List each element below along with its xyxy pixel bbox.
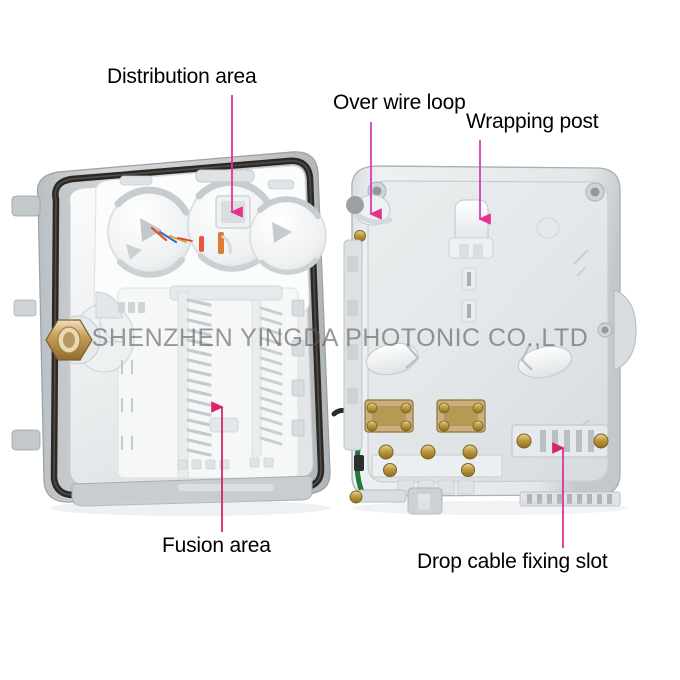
cable-holder-tab — [365, 342, 420, 376]
label-distribution-area: Distribution area — [107, 65, 257, 88]
fiber-comb-right — [251, 299, 283, 457]
label-drop-cable-fixing-slot: Drop cable fixing slot — [417, 550, 608, 573]
drop-cable-fixing-slot — [511, 424, 609, 458]
coil-guide-ring — [107, 186, 193, 278]
label-fusion-area: Fusion area — [162, 534, 271, 557]
cable-entry-ports — [349, 487, 621, 515]
base-hinge-wall — [343, 239, 363, 451]
label-over-wire-loop: Over wire loop — [333, 91, 466, 114]
cable-clip — [461, 267, 477, 291]
label-wrapping-post: Wrapping post — [466, 110, 599, 133]
coil-guide-ring — [249, 196, 327, 275]
cable-clip — [461, 299, 477, 323]
cable-holder-tab — [517, 343, 573, 379]
box-base — [331, 165, 637, 515]
box-lid — [11, 151, 331, 507]
fusion-tray — [117, 285, 299, 479]
cable-clamp — [331, 399, 414, 433]
fiber-comb-left — [177, 291, 212, 479]
cable-clamp — [436, 399, 486, 433]
fiber-stubs — [150, 226, 232, 255]
